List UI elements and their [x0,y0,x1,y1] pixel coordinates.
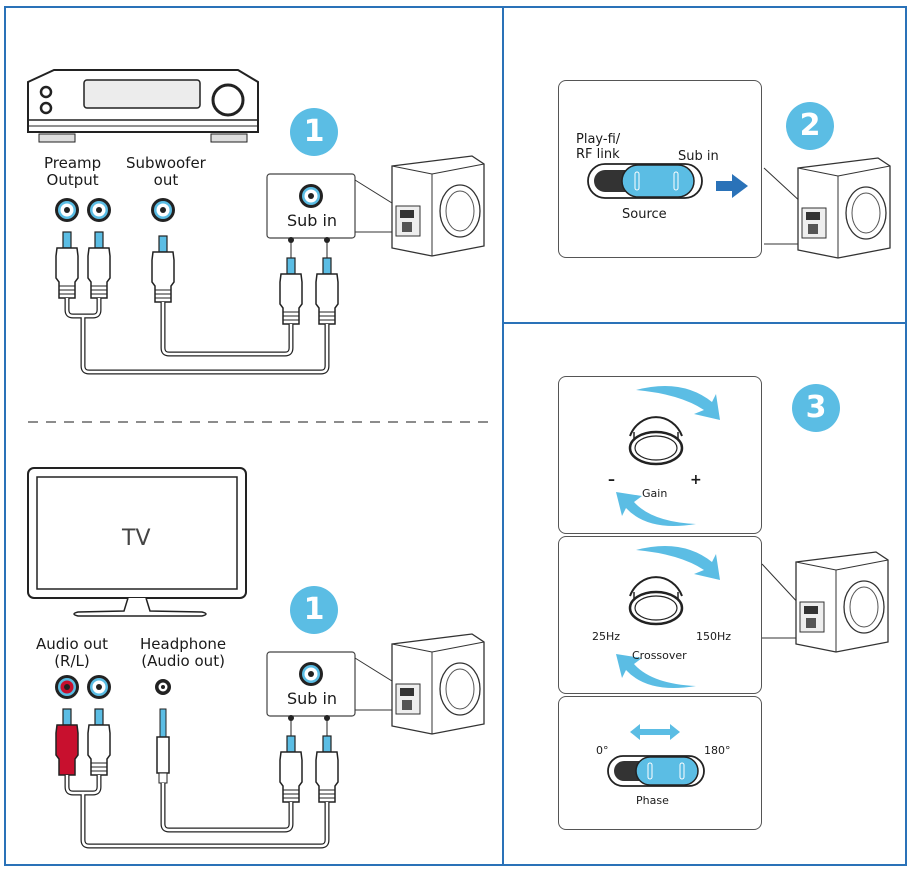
rca-plug [279,257,303,325]
headphone-jack [155,679,171,695]
source-switch [587,163,703,199]
phase-label: Phase [636,794,669,807]
arrow-right-icon [716,174,748,198]
panel2-illustration [587,157,891,259]
audio-out-jack-white [87,675,111,699]
step-badge: 2 [786,102,834,150]
audio-out-jack-red [55,675,79,699]
crossover-label: Crossover [632,649,687,662]
tv-label: TV [122,526,151,551]
rca-plug-red [55,708,79,776]
sub-in-label: Sub in [678,149,719,164]
panel-step-3: 3 – + Gain 25Hz 150Hz Crossover 0° 180° … [502,322,907,866]
preamp-jack-left [55,198,79,222]
source-label: Source [622,207,667,222]
rca-plug [315,257,339,325]
sub-in-jack [299,184,323,208]
subwoofer-out-label: Subwoofer out [126,154,206,189]
panel-step-1: 1 Preamp Output Subwoofer out Sub in TV … [4,6,504,866]
phase-min-label: 0° [596,744,609,757]
step-badge: 1 [290,586,338,634]
subwoofer-out-jack [151,198,175,222]
subwoofer-icon [797,157,891,259]
tv-icon [27,467,247,617]
subwoofer-icon [391,633,485,735]
av-receiver-icon [27,69,259,143]
crossover-max-label: 150Hz [696,630,732,643]
crossover-min-label: 25Hz [592,630,621,643]
step-badge: 3 [792,384,840,432]
gain-label: Gain [642,487,668,500]
headphone-plug [156,708,170,784]
panel1-illustration [27,69,490,849]
rca-plug [55,231,79,299]
phase-max-label: 180° [704,744,731,757]
audio-out-label: Audio out (R/L) [36,635,108,670]
rca-plug [87,231,111,299]
panel3-illustration [607,386,889,787]
step-badge: 1 [290,108,338,156]
sub-in-label: Sub in [286,211,338,230]
play-fi-label: Play-fi/ RF link [576,132,621,162]
sub-in-label: Sub in [286,689,338,708]
rotate-clockwise-icon [636,546,720,580]
gain-knob-icon [628,415,684,466]
rca-plug [151,235,175,303]
subwoofer-icon [391,155,485,257]
preamp-output-label: Preamp Output [44,154,102,189]
preamp-jack-right [87,198,111,222]
gain-plus-label: + [690,472,702,488]
gain-minus-label: – [608,472,615,488]
headphone-label: Headphone (Audio out) [140,635,227,670]
sub-in-jack [299,662,323,686]
rotate-clockwise-icon [636,386,720,420]
panel-step-2: 2 Play-fi/ RF link Sub in Source [502,6,907,324]
rca-plug-white [87,708,111,776]
rca-plug [279,735,303,803]
phase-switch [607,755,705,787]
subwoofer-icon [795,551,889,653]
double-arrow-icon [630,724,680,740]
rca-plug [315,735,339,803]
crossover-knob-icon [628,575,684,626]
